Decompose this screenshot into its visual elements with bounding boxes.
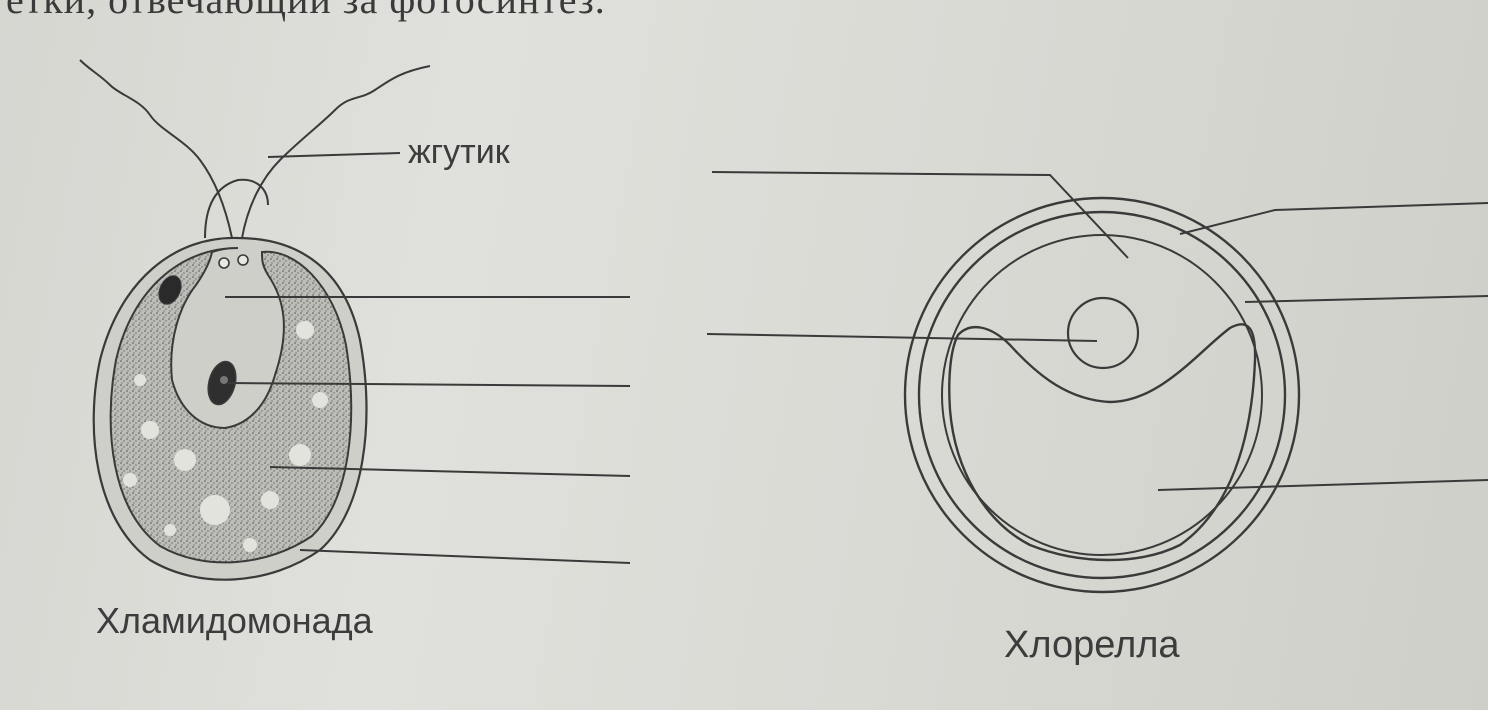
flagellum-left: [79, 59, 233, 239]
flagellum-label: жгутик: [408, 133, 510, 171]
contractile-vacuole-right: [237, 254, 249, 266]
chlorella-caption: Хлорелла: [1004, 624, 1180, 666]
flagellum-right: [241, 65, 431, 239]
leader-flagellum: [267, 152, 401, 158]
chlamydomonas-caption: Хламидомонада: [96, 600, 373, 641]
chloroplast: [109, 247, 353, 564]
chlorella-nucleus: [1066, 296, 1140, 370]
chlamydomonas-cell: [79, 59, 431, 581]
chlamydomonas-leader-lines: [225, 152, 631, 564]
leader-nucleus: [706, 333, 1098, 342]
cytoplasm-vacuoles: [123, 321, 328, 552]
leader-cytoplasm: [711, 171, 1129, 259]
chloroplast-cup: [948, 323, 1257, 562]
cut-off-heading-text: етки, отвечающий за фотосинтез.: [6, 0, 606, 23]
leader-chloroplast: [1157, 479, 1488, 491]
nucleolus: [220, 376, 228, 384]
cell-wall-outer: [903, 196, 1301, 594]
leader-blank-4: [299, 549, 631, 564]
leader-wall: [1179, 202, 1488, 235]
flagellum-base-loop: [204, 178, 269, 239]
leader-blank-2: [227, 382, 631, 387]
cell-wall-inner: [917, 210, 1287, 580]
chlorella-cell: [903, 196, 1301, 594]
eyespot: [158, 275, 182, 305]
chlorella-leader-lines: [706, 171, 1488, 491]
cell-membrane: [941, 234, 1263, 556]
leader-blank-3: [269, 466, 631, 477]
contractile-vacuole-left: [218, 257, 230, 269]
leader-membrane: [1244, 295, 1488, 303]
